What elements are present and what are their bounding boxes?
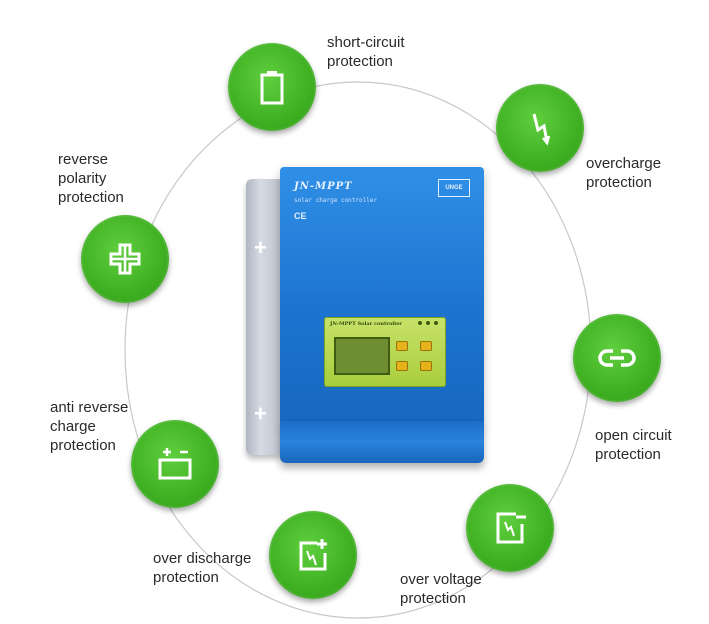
manufacturer-logo: UNGE bbox=[438, 179, 470, 197]
cross-shape-icon bbox=[109, 243, 141, 275]
short-circuit-protection-label: short-circuit protection bbox=[327, 34, 405, 70]
reverse-polarity-protection-badge bbox=[81, 215, 169, 303]
status-led bbox=[426, 321, 430, 325]
battery-plus-minus-icon bbox=[158, 448, 192, 480]
battery-lightning-minus-icon bbox=[496, 512, 526, 544]
mounting-plus-mark: + bbox=[254, 401, 267, 426]
short-circuit-protection-badge bbox=[228, 43, 316, 131]
anti-reverse-charge-protection-badge bbox=[131, 420, 219, 508]
status-led bbox=[434, 321, 438, 325]
panel-button bbox=[420, 341, 432, 351]
brand-name: JN-MPPT bbox=[294, 181, 353, 192]
control-panel: JN-MPPT Solar controller bbox=[324, 317, 446, 387]
battery-icon bbox=[260, 71, 284, 105]
panel-title: JN-MPPT Solar controller bbox=[330, 321, 402, 327]
overcharge-protection-label: overcharge protection bbox=[586, 155, 662, 191]
lcd-display bbox=[334, 337, 390, 375]
status-leds bbox=[418, 321, 438, 325]
lightning-icon bbox=[532, 113, 551, 146]
solar-charge-controller: + + JN-MPPT solar charge controller CE U… bbox=[246, 165, 486, 465]
panel-button bbox=[396, 341, 408, 351]
product-subtitle: solar charge controller bbox=[294, 197, 378, 204]
anti-reverse-charge-protection-label: anti reverse charge protection bbox=[50, 399, 129, 454]
battery-lightning-plus-icon bbox=[299, 539, 327, 571]
overcharge-protection-badge bbox=[496, 84, 584, 172]
over-discharge-protection-badge bbox=[269, 511, 357, 599]
link-icon bbox=[598, 349, 636, 367]
controller-bottom-cover bbox=[280, 421, 484, 463]
controller-side-panel: + + bbox=[246, 179, 282, 455]
mounting-plus-mark: + bbox=[254, 235, 267, 260]
over-voltage-protection-badge bbox=[466, 484, 554, 572]
reverse-polarity-protection-label: reverse polarity protection bbox=[58, 151, 124, 206]
open-circuit-protection-label: open circuit protection bbox=[595, 427, 672, 463]
over-voltage-protection-label: over voltage protection bbox=[400, 571, 482, 607]
controller-front-cover: JN-MPPT solar charge controller CE UNGE … bbox=[280, 167, 484, 425]
over-discharge-protection-label: over discharge protection bbox=[153, 550, 252, 586]
panel-button bbox=[396, 361, 408, 371]
open-circuit-protection-badge bbox=[573, 314, 661, 402]
panel-button bbox=[420, 361, 432, 371]
status-led bbox=[418, 321, 422, 325]
ce-mark: CE bbox=[294, 211, 307, 221]
